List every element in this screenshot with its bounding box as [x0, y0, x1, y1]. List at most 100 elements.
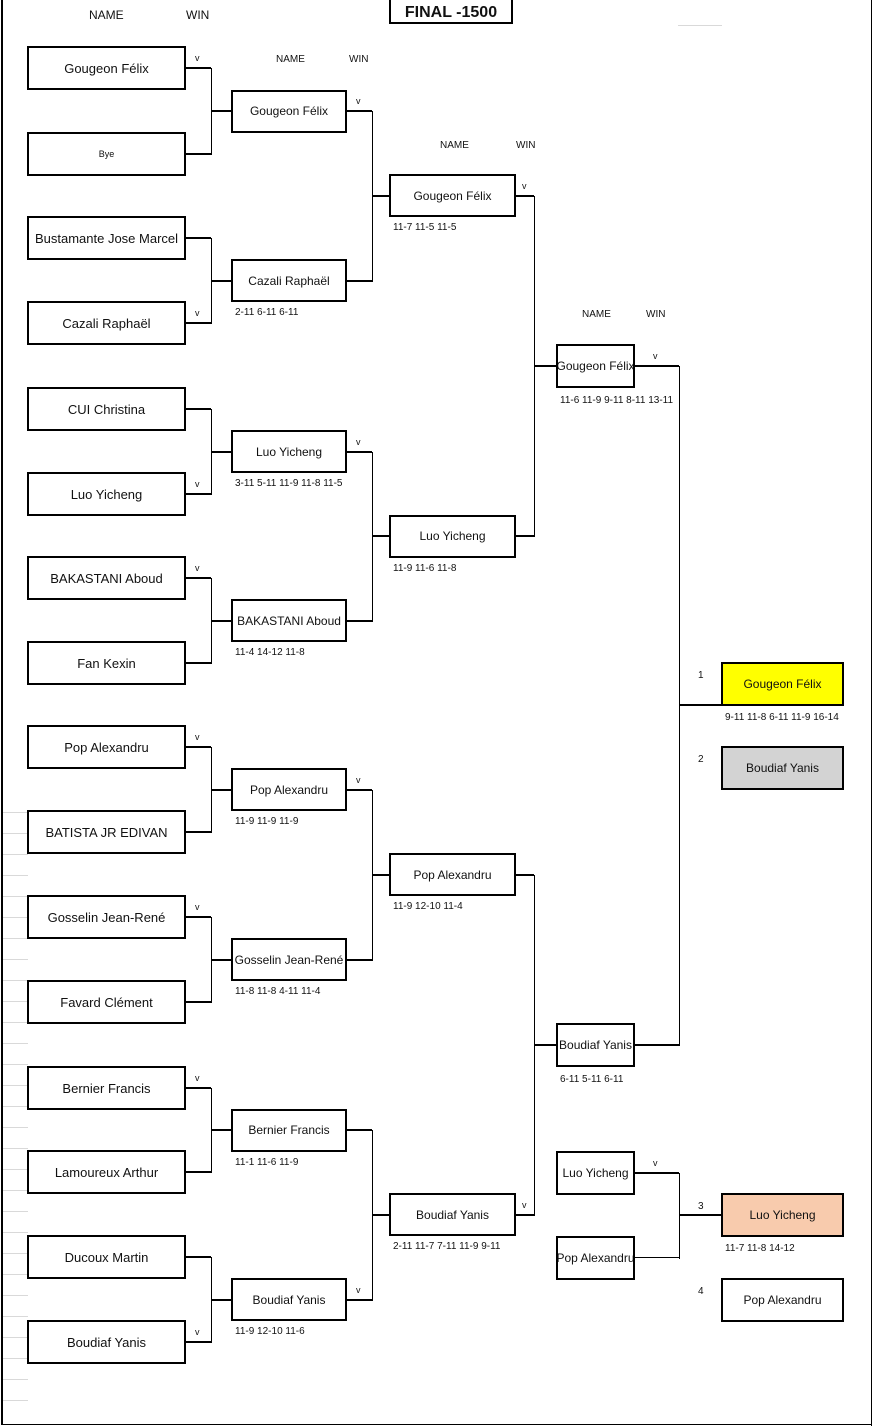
winner-mark: v — [356, 96, 361, 106]
match-score: 11-9 11-9 11-9 — [235, 816, 299, 827]
player-box[interactable]: Gougeon Félix — [556, 343, 635, 388]
match-score: 11-7 11-5 11-5 — [393, 222, 457, 234]
cell-gridline — [3, 1148, 28, 1149]
connector-line — [211, 788, 231, 791]
player-box[interactable]: Cazali Raphaël — [231, 259, 347, 302]
cell-gridline — [3, 1169, 28, 1170]
player-box[interactable]: Pop Alexandru — [27, 725, 186, 769]
win-header: WIN — [516, 140, 536, 151]
winner-mark: v — [356, 1284, 361, 1295]
connector-line — [211, 279, 231, 282]
cell-gridline — [3, 980, 28, 981]
connector-line — [635, 1043, 679, 1046]
winner-mark: v — [195, 902, 200, 912]
player-box[interactable]: Favard Clément — [27, 980, 186, 1024]
connector-line — [211, 110, 231, 112]
winner-mark: v — [195, 563, 200, 573]
connector-line — [534, 1043, 556, 1046]
connector-line — [635, 364, 679, 367]
connector-line — [211, 1129, 231, 1131]
player-box[interactable]: Lamoureux Arthur — [27, 1150, 186, 1194]
connector-line — [186, 1171, 211, 1173]
connector-line — [186, 577, 211, 579]
player-box[interactable]: Gosselin Jean-René — [231, 938, 347, 981]
cell-gridline — [3, 1295, 28, 1296]
connector-line — [347, 619, 372, 622]
player-box[interactable]: Cazali Raphaël — [27, 301, 186, 345]
player-box[interactable]: Bernier Francis — [27, 1066, 186, 1110]
winner-mark: v — [653, 1158, 658, 1168]
cell-gridline — [3, 959, 28, 960]
cell-gridline — [3, 1064, 28, 1065]
match-score: 9-11 11-8 6-11 11-9 16-14 — [725, 712, 839, 723]
cell-gridline — [3, 1274, 28, 1275]
connector-line — [186, 831, 211, 833]
player-box[interactable]: Bustamante Jose Marcel — [27, 216, 186, 260]
player-box[interactable]: Luo Yicheng — [389, 514, 516, 558]
player-box[interactable]: Bye — [27, 132, 186, 176]
cell-gridline — [3, 1337, 28, 1338]
standing-box-4[interactable]: Pop Alexandru — [721, 1278, 844, 1322]
player-box[interactable]: Pop Alexandru — [231, 768, 347, 811]
cell-gridline — [3, 1379, 28, 1380]
win-header: WIN — [646, 309, 666, 320]
win-header: WIN — [349, 54, 369, 65]
player-box[interactable]: Gosselin Jean-René — [27, 895, 186, 939]
player-box[interactable]: Luo Yicheng — [27, 472, 186, 516]
connector-line — [347, 788, 372, 791]
player-box[interactable]: Boudiaf Yanis — [556, 1022, 635, 1067]
connector-line — [516, 535, 534, 537]
connector-line — [347, 1298, 372, 1301]
connector-line — [186, 67, 211, 69]
player-box[interactable]: Luo Yicheng — [231, 430, 347, 473]
cell-gridline — [3, 938, 28, 939]
connector-line — [635, 1257, 679, 1258]
third-place-player-box[interactable]: Luo Yicheng — [556, 1151, 635, 1195]
cell-gridline — [3, 1106, 28, 1107]
player-box[interactable]: Gougeon Félix — [27, 46, 186, 90]
player-box[interactable]: Boudiaf Yanis — [389, 1193, 516, 1237]
winner-mark: v — [522, 1199, 527, 1210]
cell-gridline — [3, 1253, 28, 1254]
name-header: NAME — [440, 140, 469, 151]
connector-line — [372, 535, 389, 537]
winner-mark: v — [195, 732, 200, 742]
connector-line — [347, 450, 372, 453]
connector-line — [186, 237, 211, 239]
connector-line — [372, 194, 389, 197]
match-score: 2-11 6-11 6-11 — [235, 307, 299, 318]
player-box[interactable]: BATISTA JR EDIVAN — [27, 810, 186, 854]
winner-mark: v — [195, 479, 200, 489]
connector-line — [516, 194, 534, 197]
standing-box-3[interactable]: Luo Yicheng — [721, 1193, 844, 1237]
player-box[interactable]: Bernier Francis — [231, 1108, 347, 1152]
player-box[interactable]: Fan Kexin — [27, 641, 186, 685]
standing-box-2[interactable]: Boudiaf Yanis — [721, 746, 844, 790]
player-box[interactable]: Pop Alexandru — [389, 853, 516, 896]
player-box[interactable]: BAKASTANI Aboud — [231, 599, 347, 642]
connector-line — [186, 1087, 211, 1089]
third-place-player-box[interactable]: Pop Alexandru — [556, 1236, 635, 1280]
player-box[interactable]: Boudiaf Yanis — [231, 1278, 347, 1321]
winner-mark: v — [653, 350, 658, 361]
match-score: 11-9 12-10 11-6 — [235, 1326, 305, 1337]
match-score: 11-1 11-6 11-9 — [235, 1156, 299, 1168]
winner-mark: v — [356, 436, 361, 447]
sheet-border-left — [1, 0, 3, 1424]
cell-gridline — [678, 25, 722, 26]
cell-gridline — [3, 1043, 28, 1044]
player-box[interactable]: Gougeon Félix — [389, 174, 516, 218]
player-box[interactable]: Boudiaf Yanis — [27, 1320, 186, 1364]
player-box[interactable]: CUI Christina — [27, 387, 186, 431]
player-box[interactable]: BAKASTANI Aboud — [27, 556, 186, 600]
connector-line — [211, 619, 231, 622]
connector-line — [347, 110, 372, 112]
standing-box-1[interactable]: Gougeon Félix — [721, 662, 844, 706]
player-box[interactable]: Gougeon Félix — [231, 89, 347, 133]
cell-gridline — [3, 854, 28, 855]
player-box[interactable]: Ducoux Martin — [27, 1235, 186, 1279]
connector-line — [186, 153, 211, 155]
place-number: 1 — [698, 670, 704, 681]
connector-line — [186, 322, 211, 324]
cell-gridline — [3, 1001, 28, 1002]
